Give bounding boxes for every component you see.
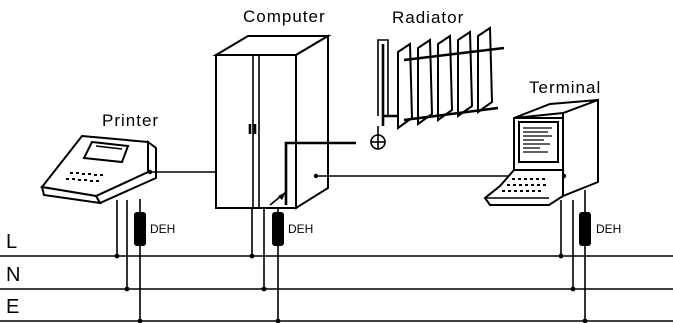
deh-printer-label: DEH xyxy=(150,222,175,236)
printer: Printer xyxy=(40,111,159,205)
terminal: Terminal xyxy=(483,78,601,206)
deh-printer-device xyxy=(134,212,146,246)
computer-supply-drop: DEH xyxy=(249,208,313,323)
terminal-supply-drop: DEH xyxy=(558,190,621,323)
radiator-fin-3 xyxy=(437,34,454,122)
rail-l-label: L xyxy=(6,231,17,253)
terminal-side xyxy=(562,98,599,198)
terminal-screen xyxy=(518,121,559,163)
radiator-top-manifold xyxy=(403,46,505,62)
computer-side xyxy=(295,34,329,210)
printer-keypad xyxy=(66,172,103,182)
terminal-label: Terminal xyxy=(529,78,601,97)
computer-label: Computer xyxy=(243,7,326,26)
terminal-keys xyxy=(502,178,546,192)
radiator-fin-1 xyxy=(397,42,414,130)
deh-computer-label: DEH xyxy=(288,222,313,236)
deh-terminal-device xyxy=(579,212,591,246)
rail-n-label: N xyxy=(6,264,20,286)
radiator-fin-2 xyxy=(417,38,434,126)
printer-supply-drop: DEH xyxy=(114,199,175,323)
deh-computer-device xyxy=(272,212,284,246)
radiator: Radiator xyxy=(370,8,505,150)
printer-front xyxy=(40,185,102,205)
rail-e-label: E xyxy=(6,296,19,318)
printer-label: Printer xyxy=(102,111,159,130)
computer-earth-bus xyxy=(284,141,356,205)
deh-terminal-label: DEH xyxy=(596,222,621,236)
radiator-bottom-manifold xyxy=(403,106,499,122)
radiator-fin-4 xyxy=(457,30,474,118)
printer-paper-tray xyxy=(82,140,130,164)
supply-rails: L N E xyxy=(0,231,673,322)
radiator-label: Radiator xyxy=(392,8,464,27)
computer: Computer xyxy=(212,7,356,210)
radiator-fin-5 xyxy=(477,26,494,114)
